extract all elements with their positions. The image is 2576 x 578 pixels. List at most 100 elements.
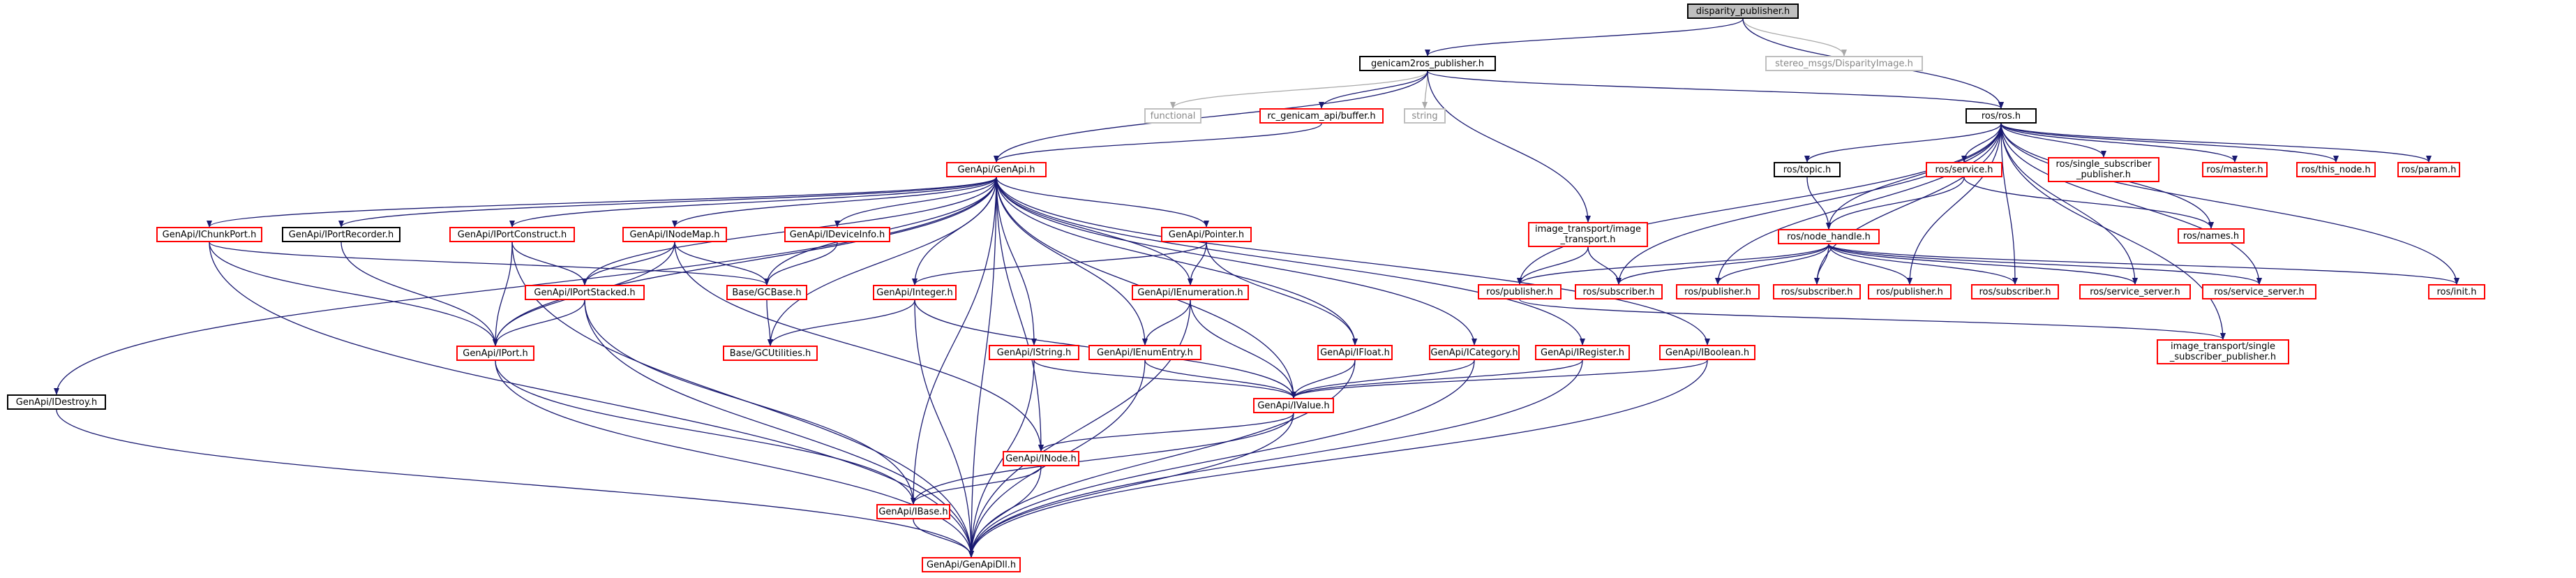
edge-genapi-to-gendll xyxy=(968,177,997,558)
edge-rosh-to-pub2 xyxy=(1715,123,2002,285)
node-sub1[interactable]: ros/subscriber.h xyxy=(1575,284,1663,299)
node-sub2[interactable]: ros/subscriber.h xyxy=(1773,284,1861,299)
edge-root-to-stereo xyxy=(1742,18,1847,57)
edge-ivalue-to-gendll xyxy=(968,413,1294,558)
edge-genapi-to-icategory xyxy=(996,177,1477,346)
node-ifloat[interactable]: GenApi/IFloat.h xyxy=(1317,345,1393,360)
edge-genapi-to-iboolean xyxy=(996,177,1710,346)
edge-rosh-to-param xyxy=(2000,123,2432,163)
node-param[interactable]: ros/param.h xyxy=(2397,162,2460,177)
edge-idevinfo-to-gcbase xyxy=(764,242,838,286)
edge-gcbase-to-gcutil xyxy=(766,299,773,346)
node-g2r: genicam2ros_publisher.h xyxy=(1359,56,1496,71)
node-ienumentry[interactable]: GenApi/IEnumEntry.h xyxy=(1088,345,1201,360)
node-nodehandle[interactable]: ros/node_handle.h xyxy=(1778,229,1880,244)
node-gendll[interactable]: GenApi/GenApiDll.h xyxy=(922,557,1021,572)
edge-ichunk-to-gendll xyxy=(209,242,974,558)
node-thisnode[interactable]: ros/this_node.h xyxy=(2296,162,2376,177)
node-init[interactable]: ros/init.h xyxy=(2428,284,2485,299)
edge-itimage-to-sub1 xyxy=(1587,246,1622,285)
edge-g2r-to-itimage xyxy=(1427,71,1591,223)
node-iport[interactable]: GenApi/IPort.h xyxy=(456,346,534,361)
node-singlesub[interactable]: ros/single_subscriber _publisher.h xyxy=(2048,157,2159,182)
edge-iportstacked-to-ibase xyxy=(584,299,916,505)
edge-iport-to-ibase xyxy=(495,360,916,505)
edge-iportstacked-to-iport xyxy=(493,299,585,346)
node-ienum[interactable]: GenApi/IEnumeration.h xyxy=(1132,285,1249,300)
edge-root-to-g2r xyxy=(1425,18,1744,57)
node-pub1[interactable]: ros/publisher.h xyxy=(1478,284,1562,299)
edge-genapi-to-ichunk xyxy=(207,177,997,228)
node-iportcon[interactable]: GenApi/IPortConstruct.h xyxy=(449,227,575,242)
node-service[interactable]: ros/service.h xyxy=(1926,162,2002,177)
edge-rosh-to-sub3 xyxy=(2000,123,2018,285)
edge-nodehandle-to-srv1 xyxy=(1828,244,2138,285)
edge-service-to-names xyxy=(1963,177,2214,229)
edge-genapi-to-idevinfo xyxy=(834,177,997,228)
node-iportstacked[interactable]: GenApi/IPortStacked.h xyxy=(525,285,645,300)
node-string: string xyxy=(1404,108,1446,124)
node-idestroy: GenApi/IDestroy.h xyxy=(7,394,106,410)
node-iregister[interactable]: GenApi/IRegister.h xyxy=(1535,345,1630,360)
edge-ipointer-to-ienum xyxy=(1188,242,1207,286)
edge-iportrec-to-iport xyxy=(340,242,498,346)
edge-iportcon-to-iport xyxy=(493,242,513,346)
node-pub2[interactable]: ros/publisher.h xyxy=(1676,284,1760,299)
edge-rosh-to-singlesub xyxy=(2000,123,2106,158)
node-iboolean[interactable]: GenApi/IBoolean.h xyxy=(1659,345,1755,360)
node-names[interactable]: ros/names.h xyxy=(2178,228,2245,244)
node-genapi[interactable]: GenApi/GenApi.h xyxy=(946,162,1047,177)
node-idevinfo[interactable]: GenApi/IDeviceInfo.h xyxy=(784,227,890,242)
node-stereo: stereo_msgs/DisparityImage.h xyxy=(1765,56,1923,71)
node-inodemap[interactable]: GenApi/INodeMap.h xyxy=(622,227,727,242)
edge-rosh-to-topic xyxy=(1804,123,2002,163)
node-ipointer[interactable]: GenApi/Pointer.h xyxy=(1161,227,1252,242)
edge-iregister-to-ivalue xyxy=(1291,360,1583,399)
edge-iport-to-gendll xyxy=(495,360,974,558)
node-gcutil[interactable]: Base/GCUtilities.h xyxy=(723,346,818,361)
node-ibase[interactable]: GenApi/IBase.h xyxy=(876,504,950,519)
edge-istring-to-ivalue xyxy=(1033,360,1296,399)
edge-genapi-to-ipointer xyxy=(996,177,1209,228)
node-iinteger[interactable]: GenApi/Integer.h xyxy=(873,285,957,300)
edge-genapi-to-ienumentry xyxy=(996,177,1148,346)
edge-nodehandle-to-sub1 xyxy=(1616,244,1829,285)
edge-inodemap-to-iportstacked xyxy=(582,242,675,286)
node-itsingle[interactable]: image_transport/single _subscriber_publi… xyxy=(2157,339,2289,364)
edge-iboolean-to-gendll xyxy=(968,360,1708,558)
node-pub3[interactable]: ros/publisher.h xyxy=(1868,284,1952,299)
edge-iboolean-to-ivalue xyxy=(1291,360,1708,399)
edge-ifloat-to-gendll xyxy=(968,360,1356,558)
edge-rosh-to-sub2 xyxy=(1814,123,2002,285)
edge-inode-to-ibase xyxy=(911,466,1042,505)
node-srv2[interactable]: ros/service_server.h xyxy=(2202,284,2316,299)
edge-ienumentry-to-ivalue xyxy=(1144,360,1296,399)
node-buffer[interactable]: rc_genicam_api/buffer.h xyxy=(1259,108,1384,124)
node-icategory[interactable]: GenApi/ICategory.h xyxy=(1429,345,1520,360)
edge-topic-to-nodehandle xyxy=(1806,177,1832,230)
node-gcbase[interactable]: Base/GCBase.h xyxy=(726,285,807,300)
edge-pub1-to-itsingle xyxy=(1519,299,2226,340)
node-functional: functional xyxy=(1144,108,1201,124)
edge-inode-to-gendll xyxy=(968,466,1042,558)
edge-iinteger-to-gendll xyxy=(914,299,974,558)
edge-genapi-to-inode xyxy=(996,177,1044,452)
node-sub3[interactable]: ros/subscriber.h xyxy=(1971,284,2059,299)
edge-buffer-to-genapi xyxy=(994,123,1322,163)
edge-rosh-to-init xyxy=(2000,123,2459,285)
edge-icategory-to-gendll xyxy=(968,360,1475,558)
edge-ipointer-to-ifloat xyxy=(1206,242,1358,346)
node-ichunk[interactable]: GenApi/IChunkPort.h xyxy=(156,227,262,242)
edge-rosh-to-pub1 xyxy=(1517,123,2002,285)
node-ivalue[interactable]: GenApi/IValue.h xyxy=(1253,398,1334,413)
node-srv1[interactable]: ros/service_server.h xyxy=(2079,284,2191,299)
edge-genapi-to-iport xyxy=(493,177,997,346)
edge-iinteger-to-gcutil xyxy=(767,299,915,346)
edge-genapi-to-ibase xyxy=(911,177,997,505)
node-master[interactable]: ros/master.h xyxy=(2202,162,2268,177)
node-itimage[interactable]: image_transport/image _transport.h xyxy=(1528,222,1648,247)
node-istring[interactable]: GenApi/IString.h xyxy=(989,345,1079,360)
node-inode[interactable]: GenApi/INode.h xyxy=(1003,451,1079,466)
edge-genapi-to-iinteger xyxy=(912,177,997,286)
